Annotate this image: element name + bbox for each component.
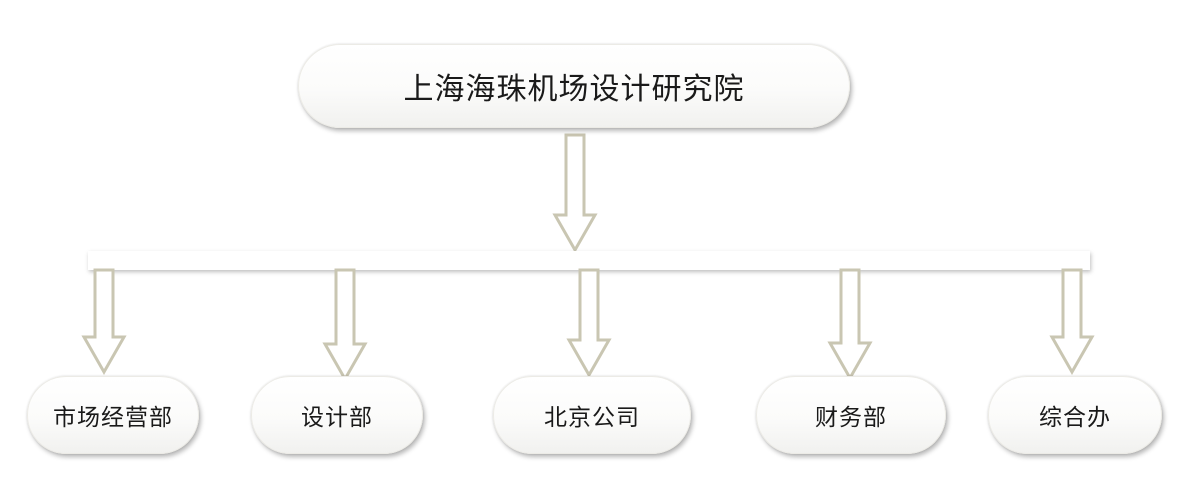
node-beijing-company[interactable]: 北京公司 (493, 376, 691, 454)
node-finance-dept[interactable]: 财务部 (756, 376, 946, 454)
node-label: 北京公司 (544, 405, 640, 431)
root-down-arrow (552, 133, 598, 254)
node-label: 市场经营部 (53, 405, 173, 431)
node-label: 综合办 (1039, 405, 1111, 431)
node-design-dept[interactable]: 设计部 (251, 376, 423, 454)
root-label: 上海海珠机场设计研究院 (403, 72, 745, 107)
arrow-to-general-office (1049, 268, 1095, 376)
node-general-office[interactable]: 综合办 (988, 376, 1162, 454)
root-node[interactable]: 上海海珠机场设计研究院 (298, 44, 850, 128)
arrow-to-finance-dept (827, 268, 873, 382)
node-label: 设计部 (301, 405, 373, 431)
node-market-dept[interactable]: 市场经营部 (27, 376, 199, 454)
arrow-to-beijing-company (566, 268, 612, 379)
arrow-to-design-dept (322, 268, 368, 383)
connector-bar (88, 251, 1090, 270)
node-label: 财务部 (815, 405, 887, 431)
arrow-to-market-dept (81, 268, 127, 376)
